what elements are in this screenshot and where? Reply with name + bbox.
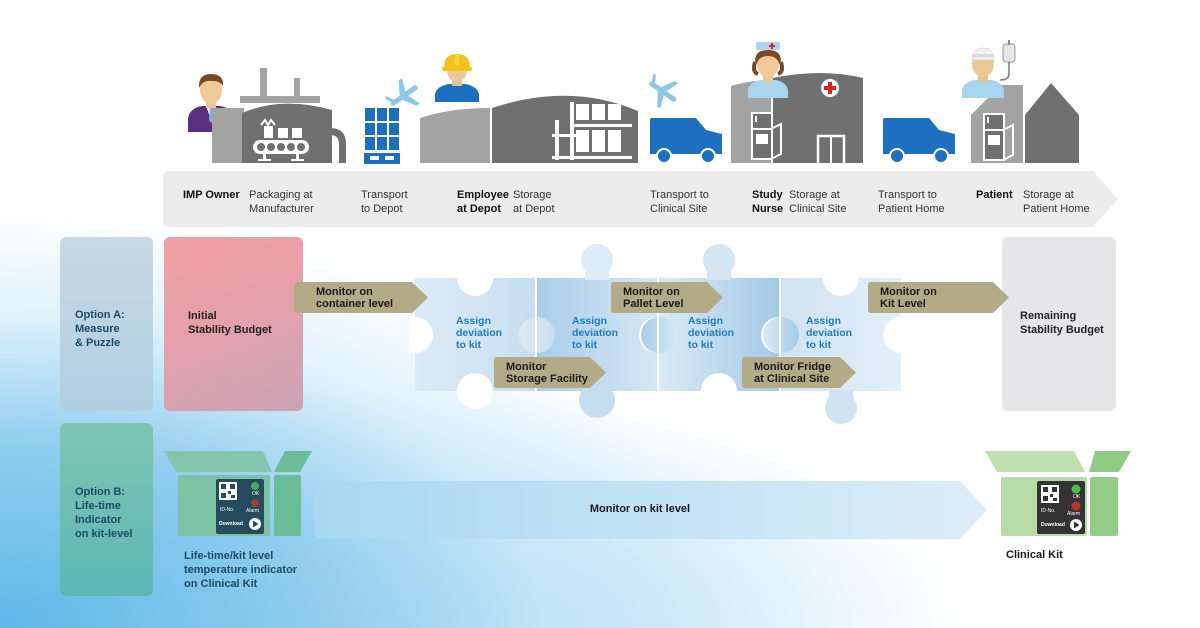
- role-patient: Patient: [976, 189, 1013, 201]
- clinical-kit-teal-icon: [164, 451, 314, 541]
- indicator-id-label: ID-No.: [1041, 508, 1056, 514]
- monitor-tag-fridge: Monitor Fridge at Clinical Site: [742, 357, 856, 388]
- van-icon: [883, 118, 955, 164]
- assign-deviation-label: Assign deviation to kit: [688, 315, 735, 351]
- monitor-tag-kit: Monitor on Kit Level: [868, 282, 1009, 313]
- option-b-label: Option B: Life-time Indicator on kit-lev…: [75, 486, 133, 540]
- clinic-icon: [731, 70, 865, 163]
- step-storage-patient: Storage at Patient Home: [1023, 189, 1090, 215]
- option-a-label: Option A: Measure & Puzzle: [75, 309, 125, 349]
- indicator-id-label: ID-No.: [220, 507, 235, 513]
- warehouse-icon: [420, 86, 640, 163]
- monitor-kit-level-arrow: [315, 481, 987, 539]
- monitor-tag-pallet: Monitor on Pallet Level: [611, 282, 723, 313]
- step-packaging: Packaging at Manufacturer: [249, 189, 314, 215]
- indicator-alarm-label: Alarm: [1067, 511, 1081, 517]
- indicator-ok-label: OK: [252, 491, 260, 497]
- initial-stability-budget: Initial Stability Budget: [164, 237, 303, 411]
- worker-hardhat-icon: [433, 52, 481, 102]
- indicator-caption: Life-time/kit level temperature indicato…: [184, 550, 298, 590]
- step-storage-clinical: Storage at Clinical Site: [789, 189, 847, 215]
- airplane-icon: [645, 74, 681, 108]
- nurse-icon: [746, 40, 790, 98]
- remaining-budget-label: Remaining Stability Budget: [1020, 310, 1104, 336]
- factory-icon: [212, 68, 350, 163]
- van-icon: [650, 118, 722, 164]
- step-transport-patient: Transport to Patient Home: [878, 189, 945, 215]
- temperature-indicator-device: [216, 479, 264, 534]
- step-storage-depot: Storage at Depot: [513, 189, 555, 215]
- process-band: IMP Owner Packaging at Manufacturer Tran…: [163, 171, 1118, 227]
- option-b-label-box: Option B: Life-time Indicator on kit-lev…: [60, 423, 153, 596]
- initial-budget-label: Initial Stability Budget: [188, 310, 272, 336]
- monitor-kit-level-label: Monitor on kit level: [589, 503, 691, 515]
- pallet-icon: [364, 108, 400, 164]
- house-icon: [971, 75, 1081, 163]
- clinical-kit-green-icon: [985, 451, 1135, 541]
- indicator-download-label: Download: [219, 521, 243, 527]
- assign-deviation-label: Assign deviation to kit: [572, 315, 619, 351]
- option-a-label-box: Option A: Measure & Puzzle: [60, 237, 153, 411]
- indicator-download-label: Download: [1041, 522, 1065, 528]
- role-study-nurse: Study Nurse: [752, 189, 784, 215]
- assign-deviation-label: Assign deviation to kit: [456, 315, 503, 351]
- indicator-ok-label: OK: [1073, 494, 1081, 500]
- monitor-tag-container: Monitor on container level: [294, 282, 428, 313]
- remaining-stability-budget: Remaining Stability Budget: [1002, 237, 1116, 411]
- airplane-icon: [386, 78, 422, 112]
- step-transport-clinical: Transport to Clinical Site: [650, 189, 709, 215]
- indicator-alarm-label: Alarm: [246, 508, 260, 514]
- patient-icon: [960, 40, 1024, 98]
- assign-deviation-label: Assign deviation to kit: [806, 315, 853, 351]
- step-transport-depot: Transport to Depot: [361, 189, 408, 215]
- role-imp-owner: IMP Owner: [183, 189, 240, 201]
- clinical-kit-caption: Clinical Kit: [1006, 549, 1063, 561]
- monitor-tag-storage: Monitor Storage Facility: [494, 357, 606, 388]
- role-employee-depot: Employee at Depot: [457, 189, 509, 215]
- temperature-indicator-device: [1037, 481, 1085, 534]
